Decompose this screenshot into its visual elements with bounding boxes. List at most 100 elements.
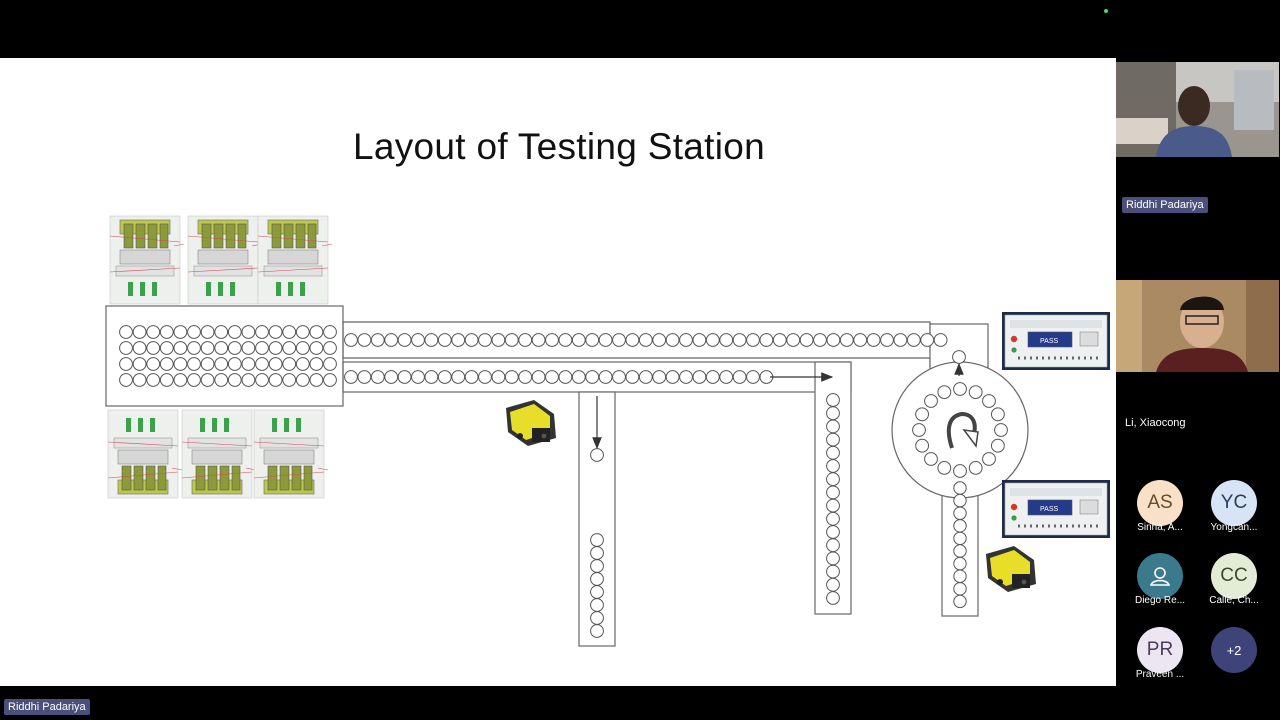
part-circle bbox=[241, 373, 256, 387]
part-circle bbox=[411, 370, 425, 384]
part-circle bbox=[585, 370, 600, 384]
testing-station-diagram: PASS PASS bbox=[105, 215, 1112, 647]
part-circle bbox=[227, 357, 242, 371]
part-circle bbox=[323, 357, 337, 371]
part-circle bbox=[464, 333, 479, 347]
svg-text:PASS: PASS bbox=[1040, 338, 1058, 345]
part-circle bbox=[397, 333, 412, 347]
part-circle bbox=[590, 572, 604, 586]
part-circle bbox=[920, 333, 935, 347]
part-circle bbox=[953, 506, 967, 520]
rack-unit-bottom-3 bbox=[253, 409, 329, 499]
avatar-diego[interactable] bbox=[1137, 553, 1183, 599]
part-circle bbox=[146, 341, 161, 355]
part-circle bbox=[119, 357, 133, 371]
part-circle bbox=[255, 325, 269, 339]
part-circle bbox=[282, 357, 297, 371]
part-circle bbox=[937, 385, 952, 400]
camera-icon bbox=[986, 546, 1036, 592]
part-circle bbox=[518, 333, 533, 347]
part-circle bbox=[451, 370, 466, 384]
part-circle bbox=[159, 341, 174, 355]
part-circle bbox=[227, 341, 242, 355]
part-circle bbox=[255, 341, 269, 355]
part-circle bbox=[295, 373, 310, 387]
part-circle bbox=[119, 325, 133, 339]
part-circle bbox=[866, 333, 881, 347]
part-circle bbox=[295, 341, 310, 355]
part-circle bbox=[598, 333, 613, 347]
person-icon bbox=[1149, 567, 1171, 586]
part-circle bbox=[323, 341, 337, 355]
part-circle bbox=[612, 333, 626, 347]
part-circle bbox=[214, 357, 229, 371]
part-circle bbox=[953, 493, 967, 508]
part-circle bbox=[451, 333, 466, 347]
part-circle bbox=[746, 333, 760, 347]
part-circle bbox=[953, 556, 967, 571]
part-circle bbox=[705, 333, 720, 347]
part-circle bbox=[200, 357, 215, 371]
part-circle bbox=[813, 333, 827, 347]
part-circle bbox=[590, 624, 604, 638]
part-circle bbox=[638, 370, 653, 384]
part-circle bbox=[268, 357, 283, 371]
buffer-box bbox=[105, 305, 344, 407]
part-circle bbox=[241, 357, 256, 371]
part-circle bbox=[558, 370, 573, 384]
part-circle bbox=[826, 564, 840, 579]
part-circle bbox=[241, 341, 256, 355]
rotation-arrow-icon bbox=[946, 411, 977, 449]
part-circle bbox=[853, 333, 868, 347]
part-circle bbox=[173, 373, 188, 387]
more-participants-button[interactable]: +2 bbox=[1211, 627, 1257, 673]
avatar-yc[interactable]: YC bbox=[1211, 480, 1257, 526]
part-circle bbox=[679, 333, 693, 347]
part-circle bbox=[491, 333, 506, 347]
part-circle bbox=[227, 325, 242, 339]
part-circle bbox=[953, 544, 967, 558]
part-circle bbox=[323, 325, 337, 339]
video-feed bbox=[1116, 62, 1279, 157]
part-circle bbox=[132, 325, 147, 339]
part-circle bbox=[384, 370, 399, 384]
avatar-as[interactable]: AS bbox=[1137, 480, 1183, 526]
part-circle bbox=[518, 370, 533, 384]
part-circle bbox=[187, 373, 201, 387]
part-circle bbox=[357, 333, 372, 347]
part-circle bbox=[719, 333, 734, 347]
avatar-label: Yongcan... bbox=[1210, 522, 1258, 533]
part-circle bbox=[241, 325, 256, 339]
camera-icon bbox=[506, 400, 556, 446]
part-circle bbox=[826, 333, 841, 347]
part-circle bbox=[953, 481, 967, 495]
avatar-cc[interactable]: CC bbox=[1211, 553, 1257, 599]
part-circle bbox=[937, 460, 952, 475]
part-circle bbox=[692, 370, 707, 384]
part-circle bbox=[187, 325, 201, 339]
video-tile-1[interactable] bbox=[1116, 62, 1279, 157]
part-circle bbox=[268, 341, 283, 355]
part-circle bbox=[119, 341, 133, 355]
part-circle bbox=[255, 357, 269, 371]
part-circle bbox=[344, 333, 358, 347]
lane-circles bbox=[344, 333, 1008, 638]
part-circle bbox=[132, 357, 147, 371]
part-circle bbox=[295, 357, 310, 371]
part-circle bbox=[571, 370, 586, 384]
part-circle bbox=[384, 333, 399, 347]
part-circle bbox=[478, 333, 492, 347]
part-circle bbox=[159, 373, 174, 387]
part-circle bbox=[638, 333, 653, 347]
part-circle bbox=[826, 525, 840, 539]
rack-unit-bottom-1 bbox=[107, 409, 183, 499]
part-circle bbox=[839, 333, 854, 347]
part-circle bbox=[893, 333, 908, 347]
avatar-pr[interactable]: PR bbox=[1137, 627, 1183, 673]
part-circle bbox=[924, 394, 938, 408]
video-tile-2[interactable] bbox=[1116, 280, 1279, 375]
part-circle bbox=[370, 370, 385, 384]
status-dot bbox=[1104, 9, 1108, 13]
part-circle bbox=[952, 350, 966, 364]
part-circle bbox=[732, 333, 747, 347]
